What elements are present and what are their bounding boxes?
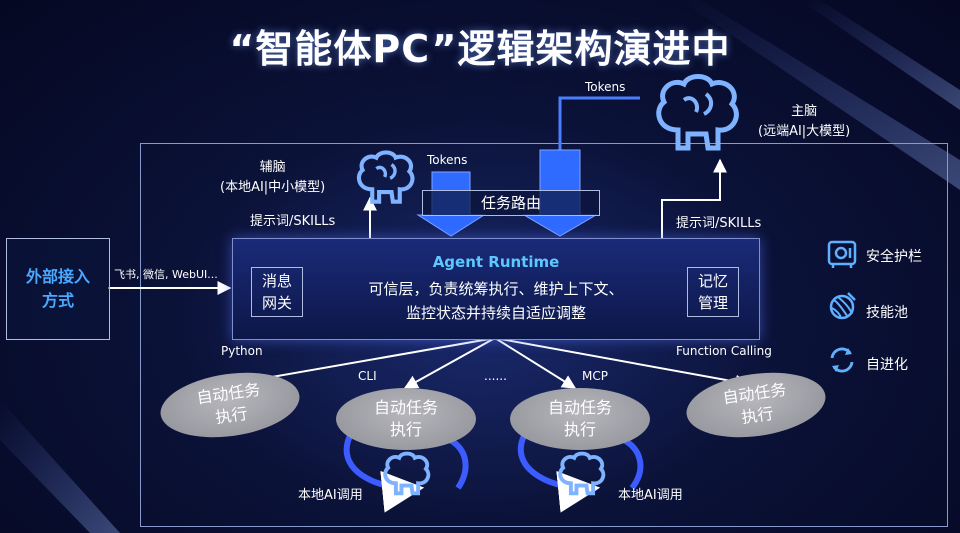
cycle-icon [830, 347, 854, 373]
message-gateway-box: 消息 网关 [251, 267, 303, 317]
local-brain-icon [558, 451, 606, 496]
yarn-icon [829, 292, 856, 320]
tokens-mid: Tokens [427, 153, 468, 167]
runtime-line1: 可信层，负责统筹执行、维护上下文、 [368, 280, 624, 298]
gateway-line2: 网关 [261, 294, 292, 312]
external-channels: 飞书, 微信, WebUI... [114, 268, 218, 281]
path-function-calling: Function Calling [676, 344, 772, 358]
safe-icon [827, 240, 857, 268]
tokens-top: Tokens [585, 80, 626, 94]
main-brain-line1: 主脑 [791, 104, 818, 119]
main-brain-icon [656, 74, 739, 151]
task-ellipse: 自动任务执行 [510, 388, 650, 450]
aux-brain-icon [356, 150, 415, 204]
path-mcp: MCP [582, 369, 608, 383]
local-ai-call-1: 本地AI调用 [298, 488, 363, 503]
task-line2: 执行 [563, 420, 596, 439]
task-line1: 自动任务 [373, 398, 438, 417]
gateway-line1: 消息 [261, 272, 292, 290]
architecture-frame [140, 143, 948, 527]
external-label-line2: 方式 [41, 291, 74, 310]
path-dots: ...... [484, 369, 507, 383]
local-ai-call-2: 本地AI调用 [618, 488, 683, 503]
legend-self-evolve: 自进化 [866, 357, 908, 373]
aux-brain-line1: 辅脑 [259, 160, 286, 175]
task-line1: 自动任务 [547, 398, 612, 417]
main-brain-line2: (远端AI|大模型) [758, 124, 851, 139]
prompt-left: 提示词/SKILLs [250, 214, 336, 229]
memory-line2: 管理 [697, 294, 728, 312]
task-line2: 执行 [389, 420, 422, 439]
legend-safety: 安全护栏 [866, 249, 922, 265]
task-route-box: 任务路由 [422, 190, 600, 216]
runtime-line2: 监控状态并持续自适应调整 [405, 304, 586, 322]
memory-line1: 记忆 [697, 272, 728, 290]
agent-runtime-box: Agent Runtime 可信层，负责统筹执行、维护上下文、 监控状态并持续自… [232, 238, 760, 340]
local-brain-icon [383, 451, 431, 496]
legend-skills: 技能池 [866, 305, 908, 321]
path-cli: CLI [358, 369, 377, 383]
page-title: “智能体PC”逻辑架构演进中 [229, 27, 731, 71]
aux-brain-label: 辅脑 (本地AI|中小模型) [220, 158, 325, 198]
external-access-box: 外部接入 方式 [6, 238, 110, 340]
aux-brain-line2: (本地AI|中小模型) [220, 180, 326, 195]
prompt-right: 提示词/SKILLs [676, 216, 762, 231]
runtime-description: 可信层，负责统筹执行、维护上下文、 监控状态并持续自适应调整 [329, 277, 663, 325]
path-python: Python [221, 344, 263, 358]
task-ellipse: 自动任务执行 [336, 388, 476, 450]
external-label-line1: 外部接入 [25, 267, 90, 286]
main-brain-label: 主脑 (远端AI|大模型) [758, 102, 850, 142]
memory-management-box: 记忆 管理 [687, 267, 739, 317]
runtime-title: Agent Runtime [432, 253, 560, 271]
